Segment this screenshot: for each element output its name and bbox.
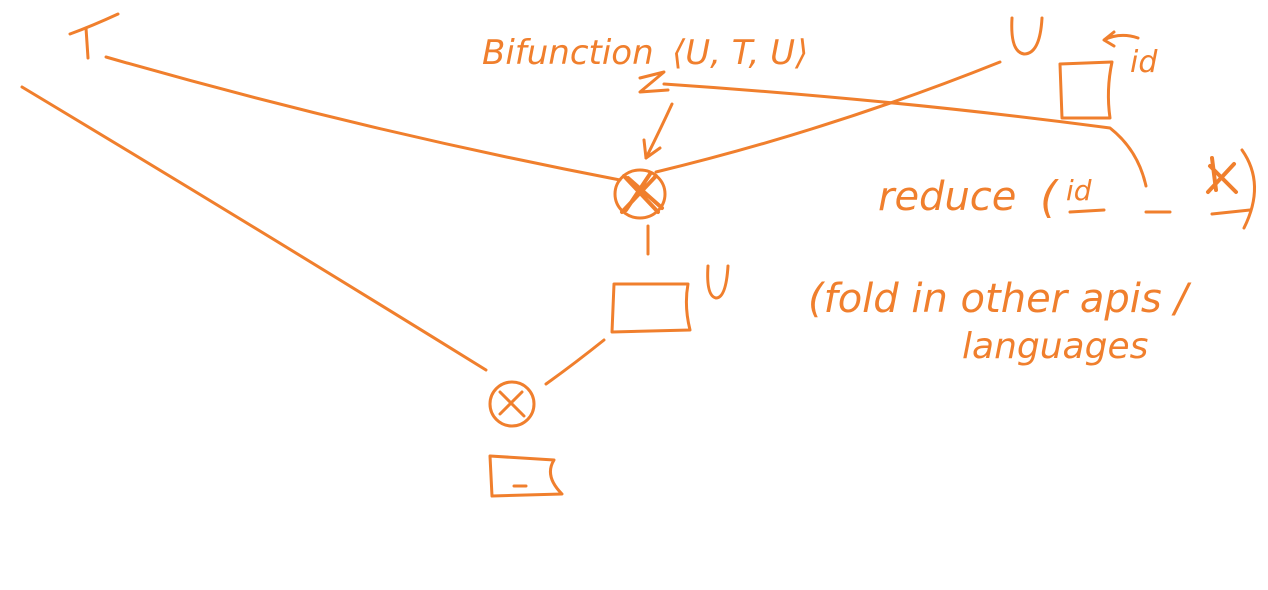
ubox-to-bottom-combiner bbox=[544, 338, 606, 386]
bifunction-params: ⟨U, T, U⟩ bbox=[672, 33, 808, 73]
bifunction-arrow bbox=[644, 102, 674, 160]
fold-note-line2: languages bbox=[962, 326, 1148, 367]
left-input-line bbox=[20, 85, 488, 372]
reduce-label: reduce bbox=[878, 174, 1016, 220]
bifunction-pointer-mark bbox=[638, 70, 670, 94]
reduce-id-underline bbox=[1068, 208, 1106, 214]
bottom-result-box bbox=[488, 454, 564, 498]
circled-x-icon bbox=[613, 168, 667, 220]
fold-note-line1: (fold in other apis / bbox=[808, 276, 1192, 322]
t-to-combiner-line bbox=[104, 55, 622, 182]
reduce-close-paren bbox=[1240, 148, 1256, 230]
u-label-top bbox=[1010, 16, 1044, 56]
id-arrow bbox=[1102, 30, 1140, 48]
bifunction-arrowhead bbox=[642, 138, 662, 160]
reduce-open-paren: ( bbox=[1040, 172, 1059, 223]
bifunction-to-id-line bbox=[662, 82, 1148, 188]
id-label: id bbox=[1130, 45, 1158, 80]
u-to-combiner-line bbox=[654, 60, 1002, 174]
reduce-id-arg: id bbox=[1066, 174, 1092, 207]
u-result-box bbox=[610, 282, 692, 334]
x-mark-icon bbox=[1206, 156, 1238, 194]
circled-x-icon bbox=[488, 380, 536, 428]
id-box bbox=[1058, 60, 1114, 120]
u-result-label bbox=[706, 264, 730, 300]
t-label-top bbox=[68, 12, 120, 60]
reduce-combiner-underline bbox=[1210, 208, 1252, 216]
bifunction-label: Bifunction bbox=[482, 33, 654, 73]
